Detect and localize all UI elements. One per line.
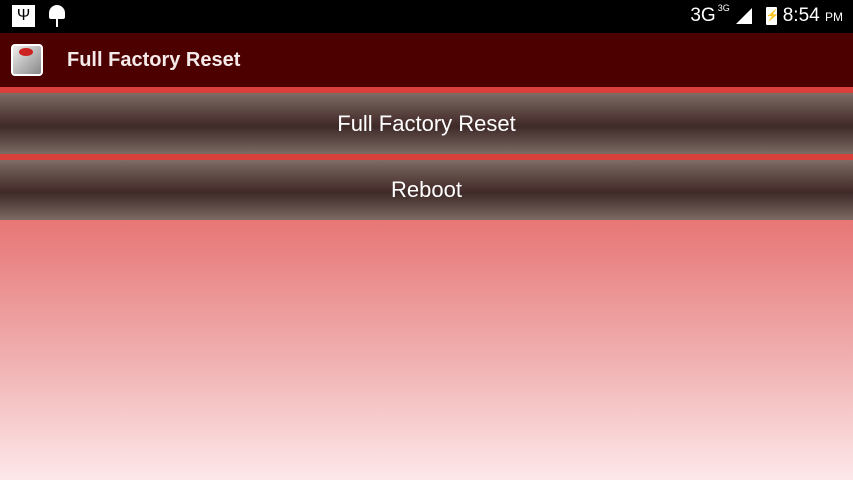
status-bar: Ψ 3G 3G ⚡ 8:54 PM bbox=[0, 0, 853, 33]
app-icon bbox=[11, 44, 43, 76]
reboot-button[interactable]: Reboot bbox=[0, 160, 853, 220]
full-factory-reset-button[interactable]: Full Factory Reset bbox=[0, 93, 853, 154]
usb-icon: Ψ bbox=[12, 5, 35, 27]
divider bbox=[0, 154, 853, 160]
network-sup: 3G bbox=[717, 3, 730, 13]
battery-charging-icon: ⚡ bbox=[765, 7, 779, 25]
time: 8:54 bbox=[782, 5, 820, 26]
ampm: PM bbox=[825, 10, 843, 24]
android-debug-icon bbox=[49, 5, 65, 27]
app-title: Full Factory Reset bbox=[67, 48, 241, 71]
divider bbox=[0, 87, 853, 93]
action-bar: Full Factory Reset bbox=[0, 33, 853, 87]
signal-icon bbox=[735, 8, 752, 24]
network-type: 3G bbox=[690, 5, 716, 26]
clock: 8:54 PM bbox=[783, 5, 843, 27]
